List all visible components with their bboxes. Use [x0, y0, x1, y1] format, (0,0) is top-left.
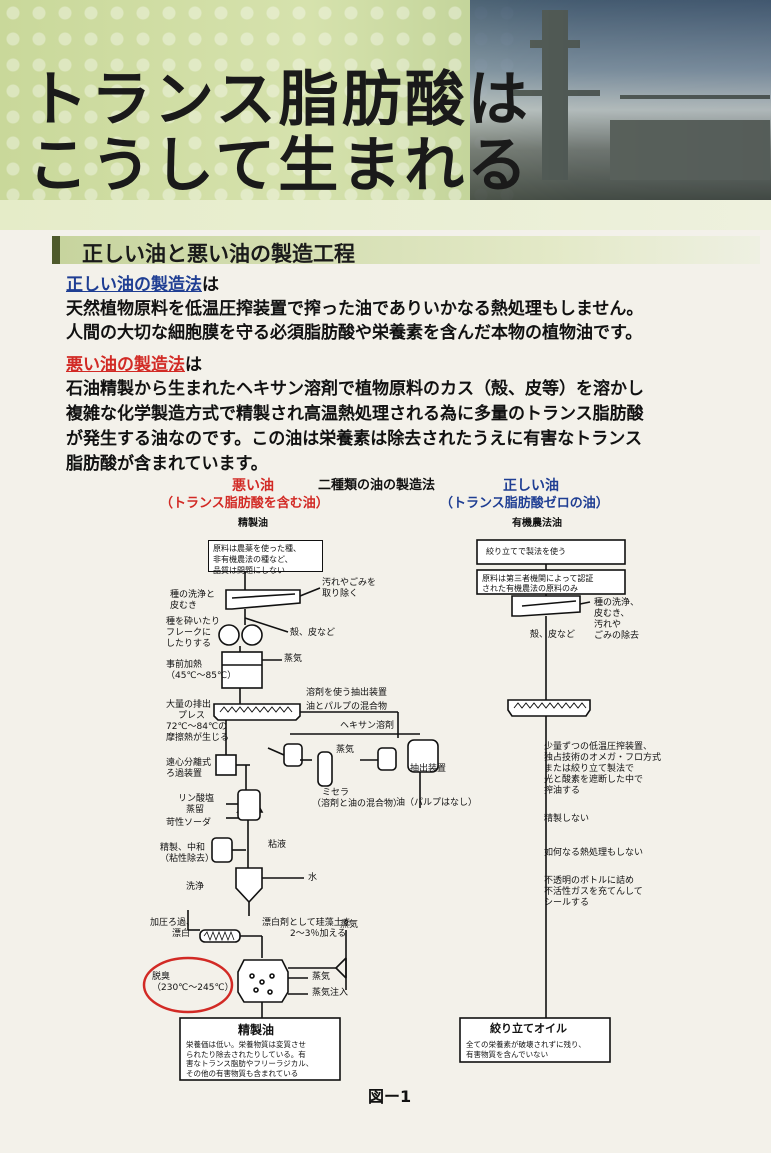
bad-heading: 悪い油の製造法: [66, 355, 185, 375]
good-line1: 天然植物原料を低温圧搾装置で搾った油でありいかなる熱処理もしません。: [66, 299, 644, 319]
steam1-label: 蒸気: [284, 654, 303, 664]
filter-label: 加圧ろ過、漂白: [150, 918, 196, 939]
left-source-box: 原料は農薬を使った種、非有機農法の種など、品質は問題にしない: [208, 540, 323, 575]
header-dot-pattern: [0, 0, 520, 200]
steam2-label: 蒸気: [336, 745, 355, 755]
bad-line3: が発生する油なのです。この油は栄養素は除去されたうえに有害なトランス: [66, 429, 642, 449]
refinery-photo: [470, 0, 771, 200]
bad-oil-label: 悪い油: [232, 478, 274, 494]
bad-heading-line: 悪い油の製造法は: [66, 355, 202, 375]
right-result-title: 絞り立てオイル: [490, 1022, 567, 1035]
right-no-heat: 如何なる熱処理もしない: [544, 848, 644, 858]
neutralize-label: 精製、中和（粘性除去）: [160, 843, 215, 864]
left-result-text: 栄養価は低い。栄養物質は変質させられたり除去されたりしている。有害なトランス脂肪…: [186, 1040, 314, 1078]
preheat-label: 事前加熱（45℃〜85℃）: [166, 660, 237, 681]
header-banner: トランス脂肪酸は こうして生まれる: [0, 0, 771, 200]
good-oil-label: 正しい油: [503, 478, 559, 494]
section-bar: [52, 236, 760, 264]
solvent-extractor-label: 溶剤を使う抽出装置: [306, 688, 388, 698]
right-box1: 絞り立てで製法を使う: [486, 547, 566, 556]
figure-label: 図ー1: [368, 1087, 412, 1106]
husk-label: 殻、皮など: [290, 628, 336, 638]
left-result-title: 精製油: [238, 1023, 275, 1037]
left-header: 精製油: [238, 518, 268, 529]
good-heading: 正しい油の製造法: [66, 275, 202, 295]
viscous-label: 粘液: [268, 840, 287, 850]
right-press-note: 少量ずつの低温圧搾装置、独占技術のオメガ・フロ方式または絞り立て製法で光と酸素を…: [544, 742, 662, 796]
page-title-line1: トランス脂肪酸は: [28, 65, 531, 135]
dirt-label: 汚れやごみを取り除く: [322, 578, 377, 599]
bad-line2: 複雑な化学製造方式で精製され高温熱処理される為に多量のトランス脂肪酸: [66, 404, 644, 424]
section-title: 正しい油と悪い油の製造工程: [82, 242, 355, 266]
right-bottle-note: 不透明のボトルに詰め不活性ガスを充てんしてシールする: [544, 876, 643, 908]
bad-line1: 石油精製から生まれたヘキサン溶剤で植物原料のカス（殻、皮等）を溶かし: [66, 379, 644, 399]
centrifuge-label: 遠心分離式ろ過装置: [166, 758, 212, 779]
water-label: 水: [308, 873, 318, 883]
wash-label: 種の洗浄と皮むき: [170, 590, 216, 611]
bad-line4: 脂肪酸が含まれています。: [66, 454, 268, 474]
good-heading-line: 正しい油の製造法は: [66, 275, 219, 295]
phosphoric-label: リン酸塩蒸留: [178, 794, 215, 815]
extractor-label: 抽出装置: [410, 764, 447, 774]
right-box2: 原料は第三者機関によって認証された有機農法の原料のみ: [482, 574, 594, 593]
good-line2: 人間の大切な細胞膜を守る必須脂肪酸や栄養素を含んだ本物の植物油です。: [66, 323, 643, 343]
right-husk-label: 殻、皮など: [530, 630, 576, 640]
hexane-label: ヘキサン溶剤: [340, 721, 395, 731]
soda-label: 苛性ソーダ: [166, 818, 212, 828]
solvent-mix-label: 油とパルプの混合物: [306, 702, 388, 712]
deodor-label: 脱臭（230℃〜245℃）: [152, 972, 234, 993]
right-no-refine: 精製しない: [544, 814, 590, 824]
right-wash-label: 種の洗浄、皮むき、汚れやごみの除去: [594, 598, 640, 641]
crush-label: 種を砕いたりフレークにしたりする: [166, 617, 221, 649]
steam4-label: 蒸気: [312, 972, 331, 982]
steam-inject-label: 蒸気注入: [312, 988, 349, 998]
good-oil-sub: （トランス脂肪酸ゼロの油）: [440, 496, 609, 511]
header-strip: [0, 200, 771, 230]
miscella-label: ミセラ（溶剤と油の混合物）: [312, 788, 403, 809]
diagram-title: 二種類の油の製造法: [318, 478, 436, 493]
steam3-label: 蒸気: [340, 920, 359, 930]
rinse-label: 洗浄: [186, 882, 205, 892]
right-result-text: 全ての栄養素が破壊されずに残り、有害物質を含んでいない: [466, 1040, 586, 1059]
oil-no-pulp-label: 油（パルプはなし）: [396, 798, 478, 808]
page-title-line2: こうして生まれる: [28, 131, 531, 200]
right-header: 有機農法油: [512, 518, 562, 529]
bad-oil-sub: （トランス脂肪酸を含む油）: [160, 496, 329, 511]
